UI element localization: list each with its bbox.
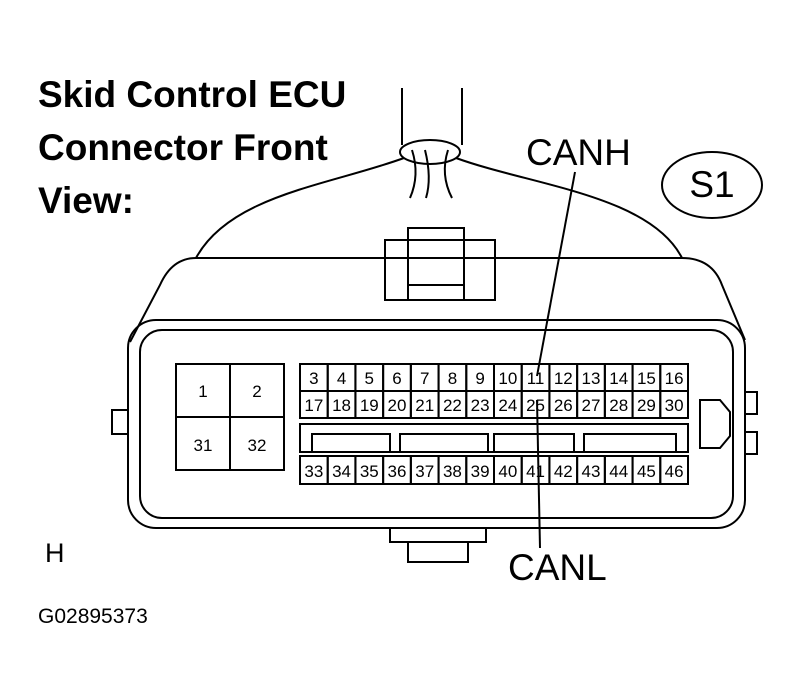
pin-36: 36	[388, 462, 407, 481]
pin-19: 19	[360, 396, 379, 415]
pin-1: 1	[198, 382, 207, 401]
pin-22: 22	[443, 396, 462, 415]
figure-code: G02895373	[38, 605, 148, 628]
wire-harness	[195, 88, 683, 259]
pin-43: 43	[582, 462, 601, 481]
connector-housing	[111, 227, 758, 563]
canl-label: CANL	[508, 547, 607, 588]
canl-leader-line	[536, 399, 541, 549]
pin-28: 28	[609, 396, 628, 415]
pin-39: 39	[471, 462, 490, 481]
pin-11: 11	[527, 369, 545, 388]
pin-4: 4	[337, 369, 346, 388]
pin-2: 2	[252, 382, 261, 401]
pin-5: 5	[365, 369, 374, 388]
title-line-1: Skid Control ECU	[38, 74, 346, 115]
pin-33: 33	[304, 462, 323, 481]
pin-34: 34	[332, 462, 351, 481]
pin-24: 24	[498, 396, 517, 415]
connector-code: S1	[689, 164, 734, 205]
pin-46: 46	[665, 462, 684, 481]
pin-40: 40	[498, 462, 517, 481]
pin-16: 16	[665, 369, 684, 388]
pin-cell-46	[659, 455, 689, 485]
pin-44: 44	[609, 462, 628, 481]
canh-leader-line	[536, 171, 576, 377]
pin-12: 12	[554, 369, 573, 388]
pin-38: 38	[443, 462, 462, 481]
canh-label: CANH	[526, 132, 631, 173]
pin-3: 3	[309, 369, 318, 388]
pin-13: 13	[582, 369, 601, 388]
pin-30: 30	[665, 396, 684, 415]
pin-29: 29	[637, 396, 656, 415]
connector-code-bubble	[661, 151, 763, 219]
pin-31: 31	[194, 436, 213, 455]
pin-10: 10	[498, 369, 517, 388]
pin-15: 15	[637, 369, 656, 388]
pin-21: 21	[415, 396, 434, 415]
pin-37: 37	[415, 462, 434, 481]
pin-cell-30	[659, 390, 689, 419]
pin-18: 18	[332, 396, 351, 415]
view-letter: H	[45, 538, 65, 568]
title-line-2: Connector Front	[38, 127, 328, 168]
pin-32: 32	[248, 436, 267, 455]
pin-27: 27	[582, 396, 601, 415]
pin-42: 42	[554, 462, 573, 481]
pin-17: 17	[304, 396, 323, 415]
pin-9: 9	[475, 369, 484, 388]
pin-35: 35	[360, 462, 379, 481]
title-line-3: View:	[38, 180, 134, 221]
pin-45: 45	[637, 462, 656, 481]
pin-7: 7	[420, 369, 429, 388]
pin-20: 20	[388, 396, 407, 415]
pin-41: 41	[526, 462, 545, 481]
pin-26: 26	[554, 396, 573, 415]
pin-25: 25	[526, 396, 545, 415]
pin-8: 8	[448, 369, 457, 388]
pin-14: 14	[609, 369, 628, 388]
pin-23: 23	[471, 396, 490, 415]
pin-6: 6	[392, 369, 401, 388]
large-pin-block: 1 2 31 32	[175, 363, 285, 471]
